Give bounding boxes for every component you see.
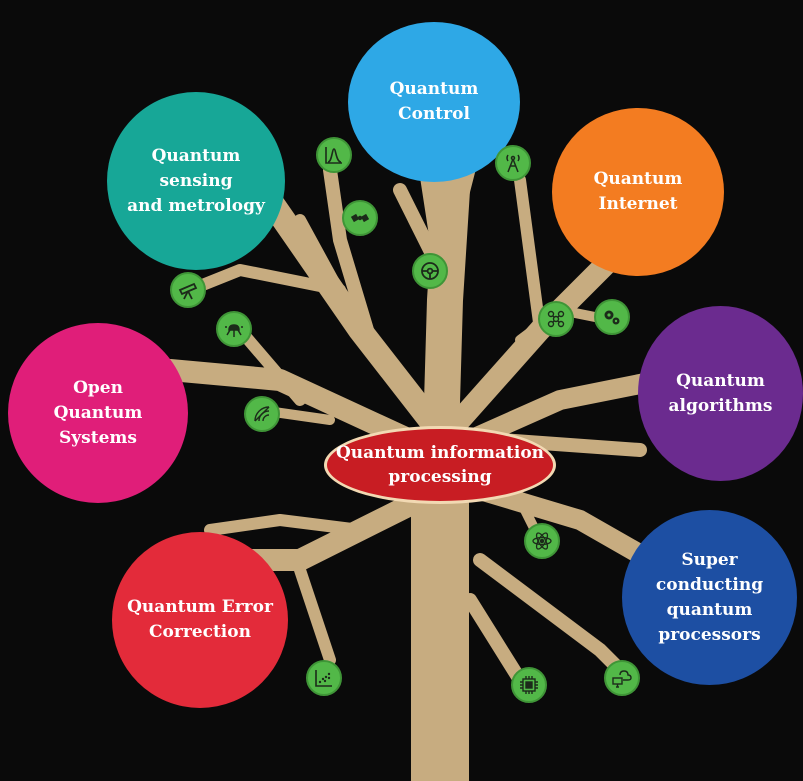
topic-label: Open Quantum Systems [53,377,143,448]
topic-label: Quantum sensing and metrology [127,145,265,216]
topic-label: Quantum Error Correction [127,597,273,642]
central-node-quantum-information-processing: Quantum information processing [324,426,556,504]
topic-open-quantum-systems: Open Quantum Systems [8,323,188,503]
atom-icon [524,523,560,559]
topic-label: Quantum Control [389,79,479,124]
topic-quantum-control: Quantum Control [348,22,520,182]
bell-curve-icon [316,137,352,173]
scatter-plot-icon [306,660,342,696]
steering-wheel-icon [412,253,448,289]
telescope-icon [170,272,206,308]
topic-quantum-error-correction: Quantum Error Correction [112,532,288,708]
topic-quantum-internet: Quantum Internet [552,108,724,276]
molecule-icon [538,301,574,337]
topic-quantum-algorithms: Quantum algorithms [638,306,803,481]
satellite-icon [342,200,378,236]
topic-label: Super conducting quantum processors [655,549,764,645]
radio-tower-icon [495,145,531,181]
gears-icon [594,299,630,335]
topic-label: Quantum algorithms [668,370,773,416]
radar-icon [244,396,280,432]
chip-icon [511,667,547,703]
topic-label: Quantum Internet [593,169,683,214]
topic-quantum-sensing-metrology: Quantum sensing and metrology [107,92,285,270]
central-label: Quantum information processing [335,443,545,487]
topic-superconducting-processors: Super conducting quantum processors [622,510,797,685]
cloud-computer-icon [604,660,640,696]
network-cloud-icon [216,311,252,347]
